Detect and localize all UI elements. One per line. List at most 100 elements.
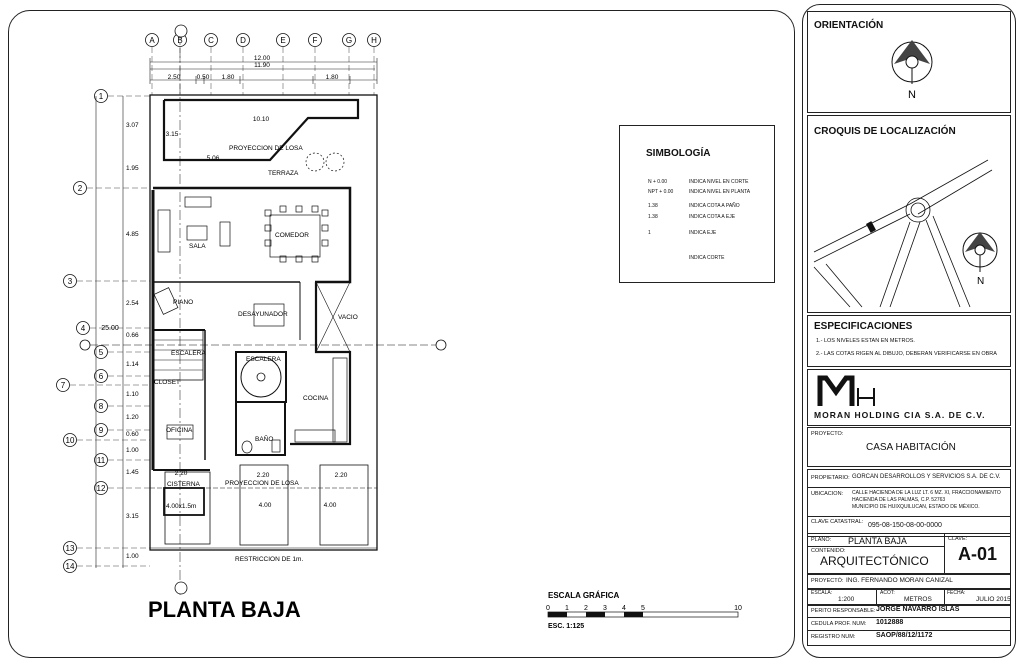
symbology-marker: N + 0.00	[648, 179, 668, 185]
axis-bubble-g: G	[342, 33, 356, 95]
scale-bar-fill	[548, 612, 567, 617]
sheet-section: PLANO: PLANTA BAJA CONTENIDO: ARQUITECTÓ…	[807, 533, 1011, 575]
scale-tick: 2	[584, 605, 588, 612]
room-escalera: ESCALERA	[171, 350, 206, 357]
dim-vertical: 3.15	[126, 513, 139, 520]
key-label: CLAVE:	[948, 536, 968, 542]
project-label: PROYECTO:	[811, 431, 844, 437]
responsible-section: PERITO RESPONSABLE: JORGE NAVARRO ISLAS …	[807, 604, 1011, 646]
svg-text:9: 9	[99, 426, 104, 435]
axis-bubble-1: 1	[94, 89, 150, 103]
date-value: JULIO 2015	[976, 596, 1011, 603]
dim-total-length: 25.00	[101, 325, 119, 332]
dim-terrace-width: 10.10	[253, 116, 270, 123]
dim-segment: 1.80	[326, 74, 339, 81]
symbology-item: 1 INDICA EJE	[644, 230, 774, 239]
project-name: CASA HABITACIÓN	[866, 442, 956, 453]
svg-text:4: 4	[81, 324, 86, 333]
specifications-section: ESPECIFICACIONES 1.- LOS NIVELES ESTAN E…	[807, 315, 1011, 367]
scale-bar-fill	[586, 612, 605, 617]
location-label: UBICACION:	[811, 491, 844, 497]
axis-bubble-13: 13	[63, 541, 150, 555]
units-value: METROS	[904, 596, 932, 603]
symbology-item: 1.38 INDICA COTA A EJE	[644, 214, 774, 223]
axis-bubble-12: 12	[94, 481, 150, 495]
units-label: ACOT:	[880, 590, 895, 596]
svg-text:H: H	[371, 36, 377, 45]
owner-section: PROPIETARIO: GORCAN DESARROLLOS Y SERVIC…	[807, 469, 1011, 537]
symbology-label: INDICA COTA A PAÑO	[689, 203, 740, 209]
dim-vertical: 1.10	[126, 391, 139, 398]
registro-label: REGISTRO NUM:	[811, 634, 856, 640]
cadastral-label: CLAVE CATASTRAL:	[811, 519, 864, 525]
svg-text:11: 11	[97, 456, 106, 465]
orientation-section: ORIENTACIÓN N	[807, 11, 1011, 113]
proj-losa-label-2: PROYECCION DE LOSA	[225, 480, 299, 487]
svg-text:1: 1	[99, 92, 104, 101]
symbology-marker: 1.38	[648, 203, 658, 209]
svg-text:8: 8	[99, 402, 104, 411]
dim-segment: 2.50	[168, 74, 181, 81]
room-comedor: COMEDOR	[275, 232, 309, 239]
dim-garage: 2.20	[257, 472, 270, 479]
furniture	[153, 152, 348, 454]
cisterna-size: 4.00x1.5m	[166, 503, 196, 510]
plan-title: PLANTA BAJA	[148, 597, 301, 622]
axis-bubble-a: A	[145, 33, 159, 95]
symbology-item: 1.38 INDICA COTA A PAÑO	[644, 203, 774, 212]
svg-text:10: 10	[66, 436, 75, 445]
scale-bar-fill	[624, 612, 643, 617]
axis-bubble-9: 9	[94, 423, 150, 437]
company-name: MORAN HOLDING CIA S.A. DE C.V.	[814, 410, 986, 420]
symbology-label: INDICA NIVEL EN PLANTA	[689, 189, 751, 195]
symbology-item: INDICA CORTE	[644, 255, 774, 264]
axis-bubble-7: 7	[56, 378, 150, 392]
dim-vertical: 2.54	[126, 300, 139, 307]
dim-losa: 5.06	[207, 155, 220, 162]
cadastral-key: 095-08-150-08-00-0000	[868, 522, 942, 529]
building-walls	[90, 30, 440, 595]
dim-vertical: 1.20	[126, 414, 139, 421]
axis-bubble-f: F	[308, 33, 322, 95]
north-label-2: N	[977, 276, 984, 287]
cedula-label: CEDULA PROF. NUM:	[811, 621, 867, 627]
date-label: FECHA:	[947, 590, 966, 596]
scale-value: 1:200	[838, 596, 855, 603]
svg-text:A: A	[149, 36, 155, 45]
location-sketch-section: CROQUIS DE LOCALIZACIÓN	[807, 115, 1011, 313]
axis-bubble-5: 5	[94, 345, 150, 359]
location-address: CALLE HACIENDA DE LA LUZ LT. 6 MZ. XI, F…	[852, 490, 1001, 511]
cedula-value: 1012888	[876, 619, 904, 626]
room-cisterna: CISTERNA	[167, 481, 201, 488]
symbology-marker: 1	[648, 230, 651, 236]
dim-segment: 1.80	[222, 74, 235, 81]
dim-garage-depth: 4.00	[324, 502, 337, 509]
dim-vertical: 1.95	[126, 165, 139, 172]
room-piano: PIANO	[173, 299, 193, 306]
proj-losa-label: PROYECCION DE LOSA	[229, 145, 303, 152]
svg-text:6: 6	[99, 372, 104, 381]
symbology-label: INDICA EJE	[689, 230, 717, 236]
axis-bubble-8: 8	[94, 399, 150, 413]
svg-text:F: F	[313, 36, 318, 45]
room-bano: BAÑO	[255, 434, 273, 443]
axis-bubble-4: 4	[76, 321, 150, 335]
svg-text:7: 7	[61, 381, 66, 390]
svg-text:5: 5	[99, 348, 104, 357]
room-cocina: COCINA	[303, 395, 329, 402]
dim-vertical: 4.85	[126, 231, 139, 238]
scale-tick: 10	[734, 605, 742, 612]
svg-text:D: D	[240, 36, 246, 45]
scale-info-section: ESCALA: 1:200 ACOT: METROS FECHA: JULIO …	[807, 588, 1011, 606]
drawing-sheet	[8, 10, 795, 658]
symbology-label: INDICA COTA A EJE	[689, 214, 736, 220]
symbology-marker: 1.38	[648, 214, 658, 220]
dim-garage: 2.20	[335, 472, 348, 479]
dim-garage: 2.20	[175, 470, 188, 477]
designer-section: PROYECTÓ: ING. FERNANDO MORAN CANIZAL	[807, 573, 1011, 590]
axis-bubble-2: 2	[73, 181, 150, 195]
axis-bubble-d: D	[236, 33, 250, 95]
